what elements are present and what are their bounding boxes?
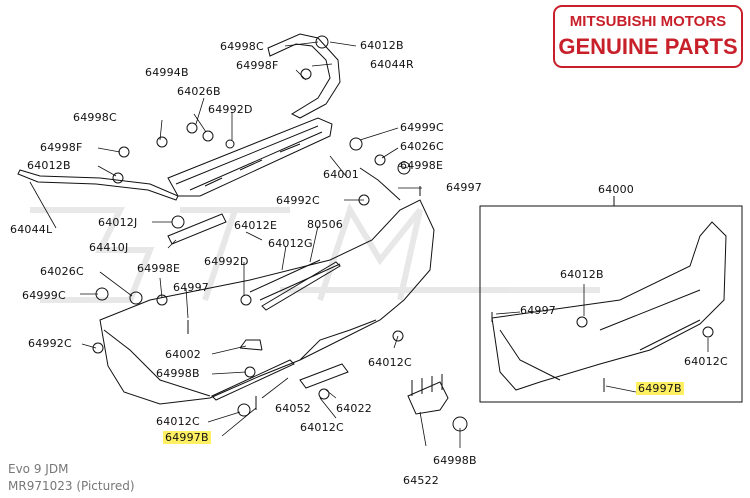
label-64997[interactable]: 64997: [446, 181, 482, 194]
label-64992C[interactable]: 64992C: [276, 194, 320, 207]
label-64012C[interactable]: 64012C: [684, 355, 728, 368]
strip-80506: [261, 261, 341, 311]
label-64002[interactable]: 64002: [165, 348, 201, 361]
strip-64044R: [267, 33, 341, 119]
label-64026C[interactable]: 64026C: [40, 265, 84, 278]
strip-64044L: [17, 169, 179, 201]
label-64999C[interactable]: 64999C: [22, 289, 66, 302]
footer-model: Evo 9 JDM: [8, 462, 69, 476]
genuine-parts-badge: MITSUBISHI MOTORS GENUINE PARTS: [553, 5, 743, 68]
label-64998F[interactable]: 64998F: [236, 59, 279, 72]
inset-bumper: [491, 221, 727, 391]
label-64012B[interactable]: 64012B: [560, 268, 604, 281]
label-64998E[interactable]: 64998E: [137, 262, 181, 275]
label-64012E[interactable]: 64012E: [234, 219, 278, 232]
label-64026C[interactable]: 64026C: [400, 140, 444, 153]
label-64997B-highlighted[interactable]: 64997B: [636, 382, 684, 395]
label-64997[interactable]: 64997: [520, 304, 556, 317]
label-64012B[interactable]: 64012B: [27, 159, 71, 172]
label-64999C[interactable]: 64999C: [400, 121, 444, 134]
label-64998E[interactable]: 64998E: [400, 159, 444, 172]
label-64410J[interactable]: 64410J: [89, 241, 129, 254]
label-64992D[interactable]: 64992D: [204, 255, 249, 268]
label-64998F[interactable]: 64998F: [40, 141, 83, 154]
label-64026B[interactable]: 64026B: [177, 85, 221, 98]
label-64998B[interactable]: 64998B: [156, 367, 200, 380]
label-64000[interactable]: 64000: [598, 183, 634, 196]
label-64012C[interactable]: 64012C: [368, 356, 412, 369]
label-64012C[interactable]: 64012C: [156, 415, 200, 428]
label-64012C[interactable]: 64012C: [300, 421, 344, 434]
label-64522[interactable]: 64522: [403, 474, 439, 487]
bumper-cover: [99, 199, 435, 405]
badge-brand: MITSUBISHI MOTORS: [569, 13, 727, 30]
label-64012J[interactable]: 64012J: [98, 216, 138, 229]
label-64992D[interactable]: 64992D: [208, 103, 253, 116]
label-64997B-highlighted[interactable]: 64997B: [163, 431, 211, 444]
reinforcement-64001: [167, 117, 333, 197]
label-64992C[interactable]: 64992C: [28, 337, 72, 350]
label-64012B[interactable]: 64012B: [360, 39, 404, 52]
label-64994B[interactable]: 64994B: [145, 66, 189, 79]
label-64997[interactable]: 64997: [173, 281, 209, 294]
label-64044L[interactable]: 64044L: [10, 223, 53, 236]
label-64012G[interactable]: 64012G: [268, 237, 313, 250]
label-64022[interactable]: 64022: [336, 402, 372, 415]
badge-title: GENUINE PARTS: [558, 34, 738, 59]
label-80506[interactable]: 80506: [307, 218, 343, 231]
label-64044R[interactable]: 64044R: [370, 58, 414, 71]
label-64998C[interactable]: 64998C: [220, 40, 264, 53]
label-64052[interactable]: 64052: [275, 402, 311, 415]
label-64001[interactable]: 64001: [323, 168, 359, 181]
label-64998C[interactable]: 64998C: [73, 111, 117, 124]
bracket-64410J: [167, 213, 227, 245]
footer-part-number: MR971023 (Pictured): [8, 479, 135, 493]
inset-frame: [479, 205, 743, 403]
label-64998B[interactable]: 64998B: [433, 454, 477, 467]
watermark: [30, 202, 600, 303]
